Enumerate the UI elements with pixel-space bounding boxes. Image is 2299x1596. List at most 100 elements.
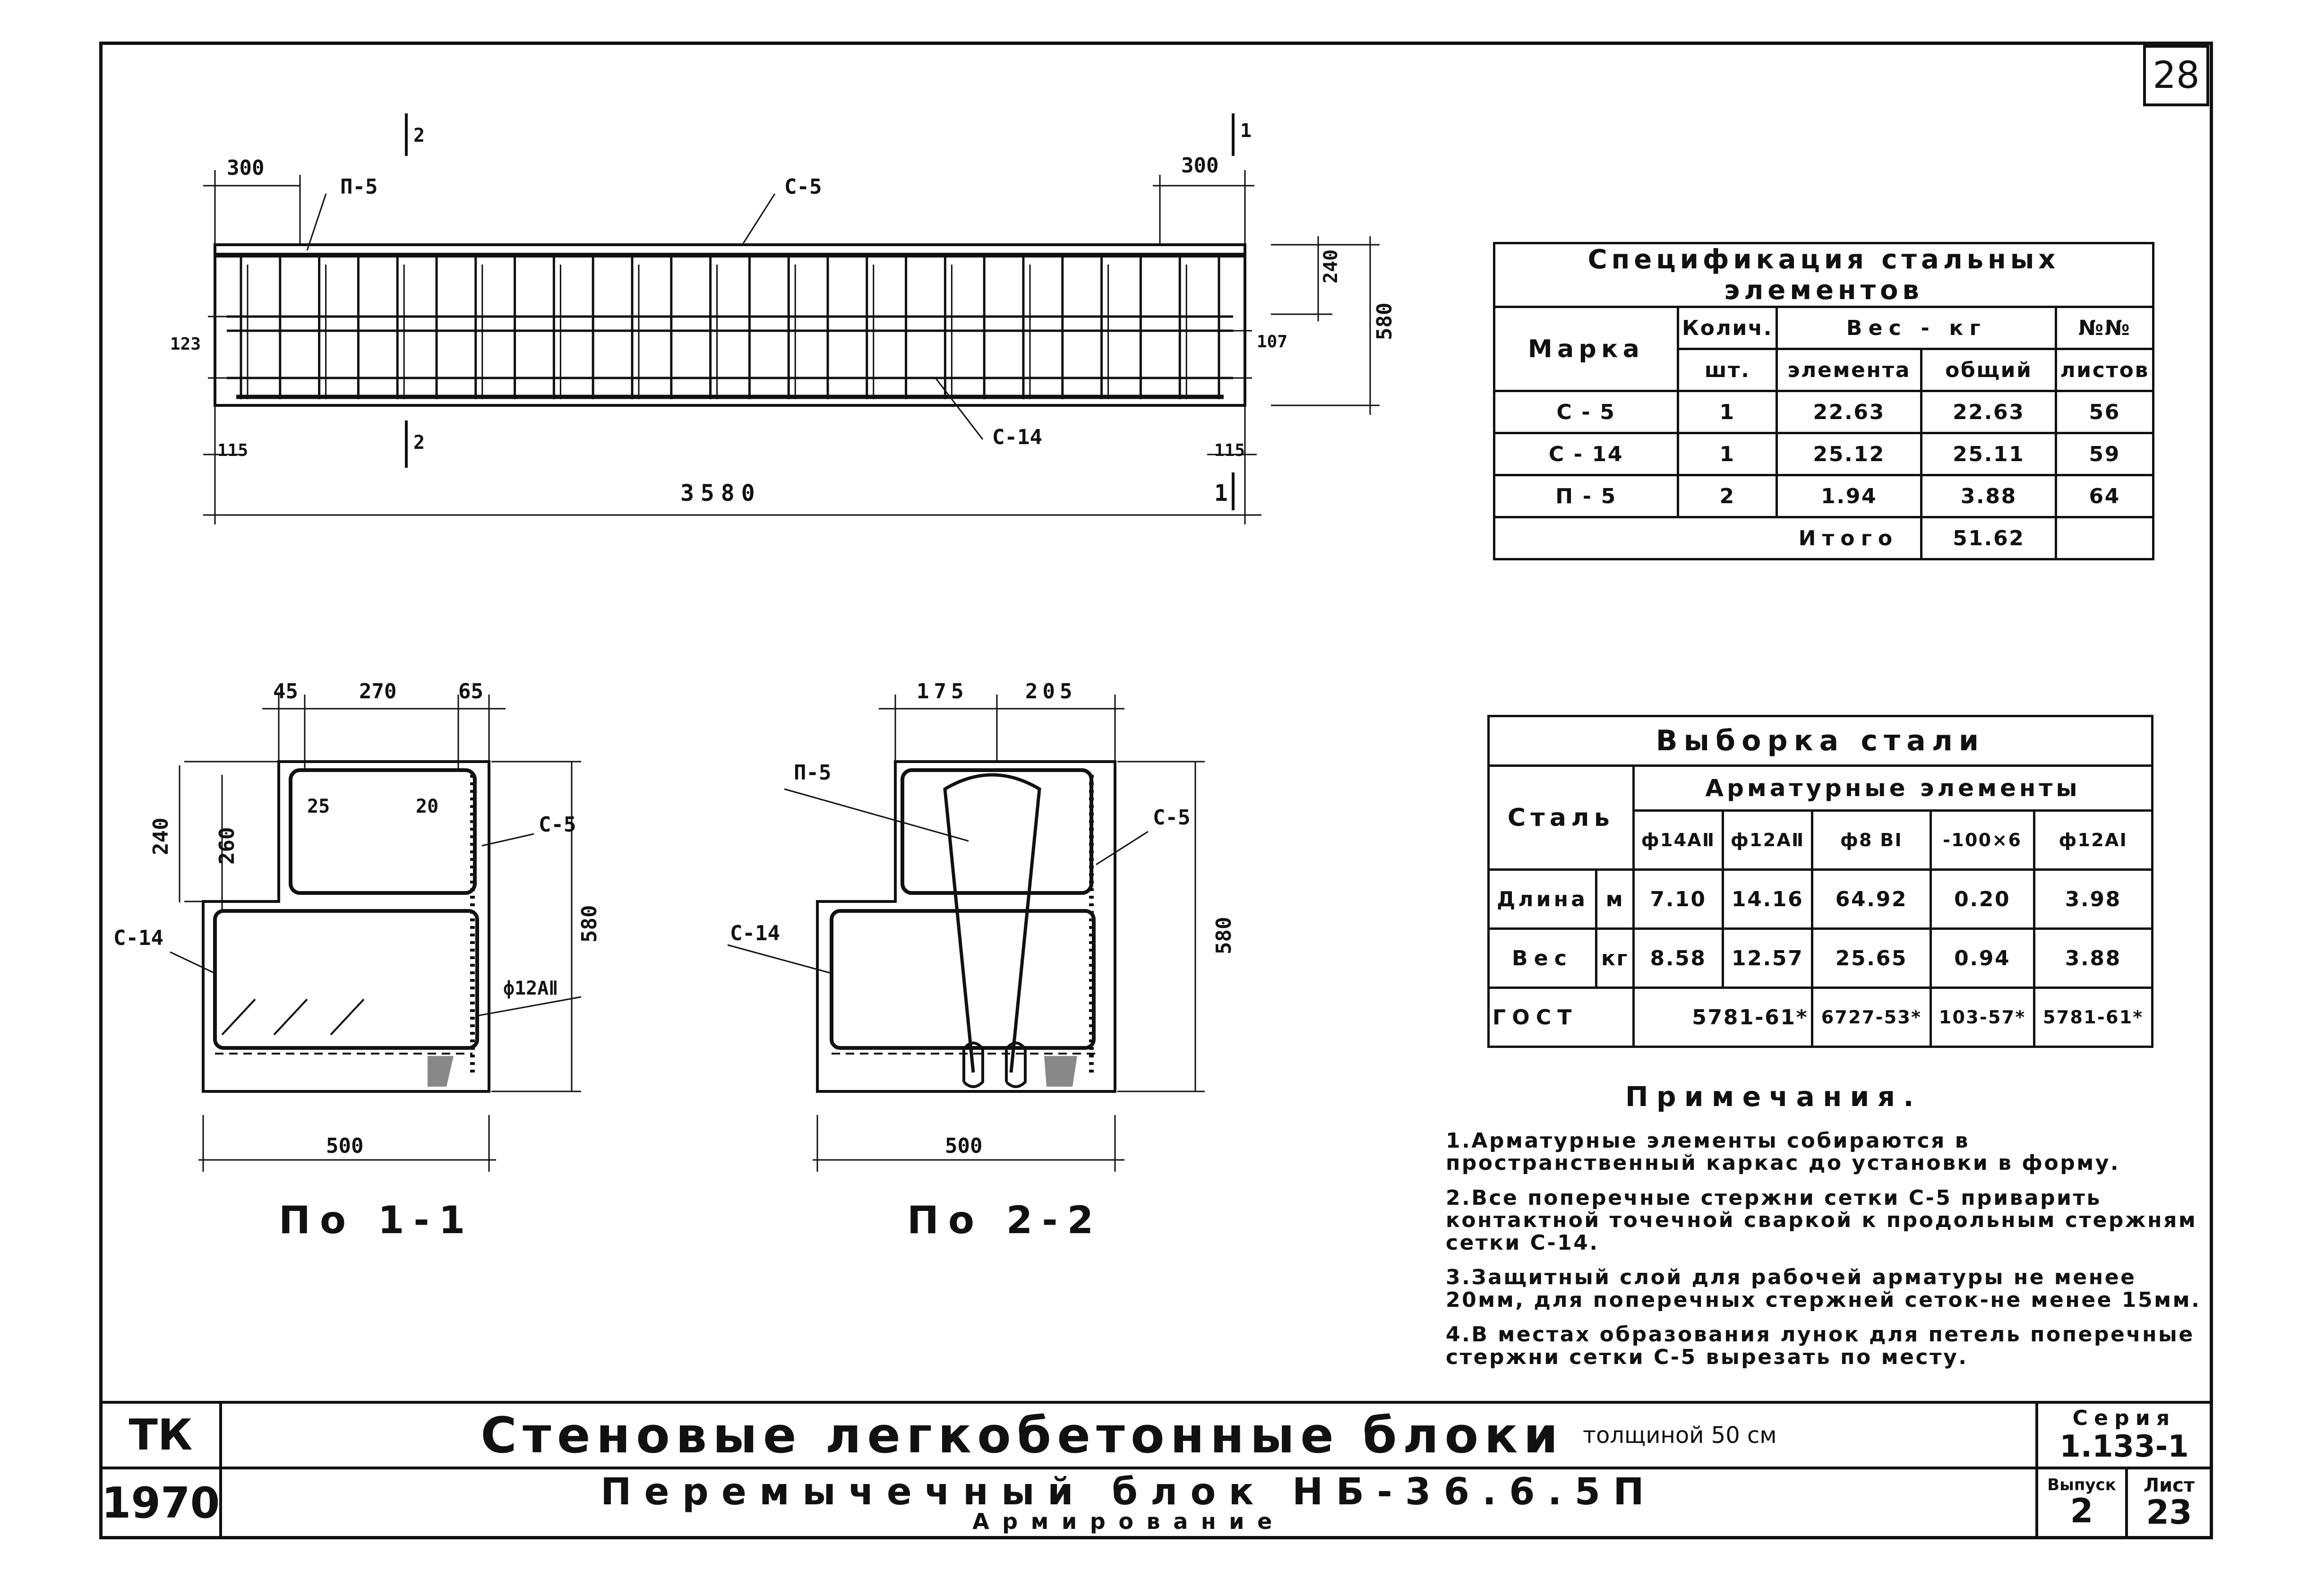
cell: 12.57: [1722, 927, 1814, 989]
cell: 0.20: [1929, 868, 2035, 930]
dim-123: 123: [170, 335, 201, 354]
dim-20: 20: [416, 796, 438, 817]
dim-300-right: 300: [1181, 154, 1218, 178]
cell: 1: [1677, 432, 1778, 476]
cell: С - 14: [1493, 432, 1680, 476]
section-2-2-drawing: [727, 695, 1205, 1172]
cell: 0.94: [1929, 927, 2035, 989]
table-row: С - 5 1 22.63 22.63 56: [1493, 390, 2154, 434]
spec-h-qty: Колич.: [1677, 306, 1778, 350]
label-c5-s1: С-5: [539, 813, 576, 837]
note-item: 1.Арматурные элементы собираются в прост…: [1446, 1128, 2120, 1176]
dim-45: 45: [273, 679, 298, 704]
steel-table-title: Выборка стали: [1487, 715, 2153, 767]
cell: 103-57*: [1929, 987, 2035, 1048]
label-c14: С-14: [992, 425, 1042, 449]
drawing-subtitle-2: Армирование: [972, 1509, 1285, 1534]
steel-h-elements: Арматурные элементы: [1632, 764, 2153, 812]
dim-115-right: 115: [1214, 441, 1245, 460]
col-header: ф12АⅡ: [1722, 809, 1814, 871]
tk-code: ТК: [99, 1401, 222, 1469]
drawing-subtitle: Перемычечный блок НБ-36.6.5П: [600, 1471, 1657, 1513]
dim-107: 107: [1257, 332, 1287, 352]
section-1-1-caption: По 1-1: [279, 1198, 474, 1242]
steel-h-steel: Сталь: [1487, 764, 1635, 871]
title-row: Стеновые легкобетонные блоки толщиной 50…: [219, 1401, 2038, 1469]
note-item: 3.Защитный слой для рабочей арматуры не …: [1446, 1265, 2201, 1312]
spec-h-weight: Вес - кг: [1776, 306, 2058, 350]
spec-itogo-value: 51.62: [1920, 516, 2058, 560]
dim-205: 205: [1025, 679, 1077, 704]
spec-h-mark: Марка: [1493, 306, 1680, 392]
cell: 59: [2055, 432, 2154, 476]
cell: 3.88: [2033, 927, 2154, 989]
dim-175: 175: [917, 679, 968, 704]
series-box: Серия 1.133-1: [2035, 1401, 2213, 1469]
cell: 1.94: [1776, 474, 1923, 518]
cell: 25.12: [1776, 432, 1923, 476]
section-mark-2-top: 2: [413, 125, 425, 146]
series-value: 1.133-1: [2059, 1429, 2189, 1464]
cell: 3.98: [2033, 868, 2154, 930]
dim-260: 260: [215, 827, 239, 865]
cell: ГОСТ: [1487, 987, 1635, 1048]
dim-25: 25: [307, 796, 330, 817]
spec-h-total: общий: [1920, 348, 2058, 392]
cell: П - 5: [1493, 474, 1680, 518]
dim-240: 240: [1320, 249, 1342, 283]
cell: 2: [1677, 474, 1778, 518]
table-row: Вес кг 8.58 12.57 25.65 0.94 3.88: [1487, 927, 2154, 989]
cell: 25.65: [1811, 927, 1932, 989]
spec-h-sheets2: листов: [2055, 348, 2154, 392]
dim-240-s1: 240: [149, 818, 173, 855]
cell: 5781-61*: [1632, 987, 1814, 1048]
label-c14-s1: С-14: [113, 926, 163, 950]
elevation-texts: 300 300 3580 115 115 123 107 240 580 П-5…: [170, 120, 1397, 506]
dim-115-left: 115: [217, 441, 248, 460]
spec-h-qty-unit: шт.: [1677, 348, 1778, 392]
spec-table: Спецификация стальных элементов Марка Ко…: [1493, 242, 2154, 560]
dim-580: 580: [1373, 303, 1397, 340]
cell: С - 5: [1493, 390, 1680, 434]
col-header: ф14АⅡ: [1632, 809, 1724, 871]
dim-65: 65: [458, 679, 483, 704]
spec-h-element: элемента: [1776, 348, 1923, 392]
notes: Примечания. 1.Арматурные элементы собира…: [1446, 1082, 2202, 1381]
dim-500-s1: 500: [326, 1134, 363, 1158]
cell: 7.10: [1632, 868, 1724, 930]
spec-table-title: Спецификация стальных элементов: [1493, 242, 2154, 308]
col-header: -100×6: [1929, 809, 2035, 871]
dim-580-s2: 580: [1212, 917, 1236, 954]
cell: 64: [2055, 474, 2154, 518]
cell: 22.63: [1920, 390, 2058, 434]
cell: [1493, 516, 1777, 560]
drawing-thickness: толщиной 50 см: [1583, 1422, 1777, 1449]
cell: Длина: [1487, 868, 1598, 930]
section-mark-1-bottom: 1: [1214, 480, 1228, 506]
cell: 8.58: [1632, 927, 1724, 989]
section-2-2-caption: По 2-2: [907, 1198, 1103, 1242]
steel-table: Выборка стали Сталь Арматурные элементы …: [1487, 715, 2154, 1048]
label-p5-s2: П-5: [794, 761, 831, 785]
table-row: П - 5 2 1.94 3.88 64: [1493, 474, 2154, 518]
cell: 5781-61*: [2033, 987, 2154, 1048]
label-p5: П-5: [340, 175, 377, 199]
spec-h-sheets: №№: [2055, 306, 2154, 350]
col-header: ф12АⅠ: [2033, 809, 2154, 871]
table-row: ГОСТ 5781-61* 6727-53* 103-57* 5781-61*: [1487, 987, 2154, 1048]
label-c5: С-5: [784, 175, 822, 199]
dim-300-left: 300: [227, 156, 264, 180]
section-1-1-drawing: [170, 695, 582, 1172]
cell: м: [1595, 868, 1635, 930]
table-row: Длина м 7.10 14.16 64.92 0.20 3.98: [1487, 868, 2154, 930]
dim-total: 3580: [680, 480, 762, 506]
sheet-value: 23: [2146, 1493, 2192, 1532]
sheet-label: Лист: [2143, 1475, 2195, 1497]
cell: 6727-53*: [1811, 987, 1932, 1048]
issue-value: 2: [2070, 1492, 2093, 1531]
drawing-title: Стеновые легкобетонные блоки: [480, 1406, 1564, 1464]
section-mark-1-top: 1: [1240, 120, 1252, 142]
cell: 3.88: [1920, 474, 2058, 518]
cell: 25.11: [1920, 432, 2058, 476]
